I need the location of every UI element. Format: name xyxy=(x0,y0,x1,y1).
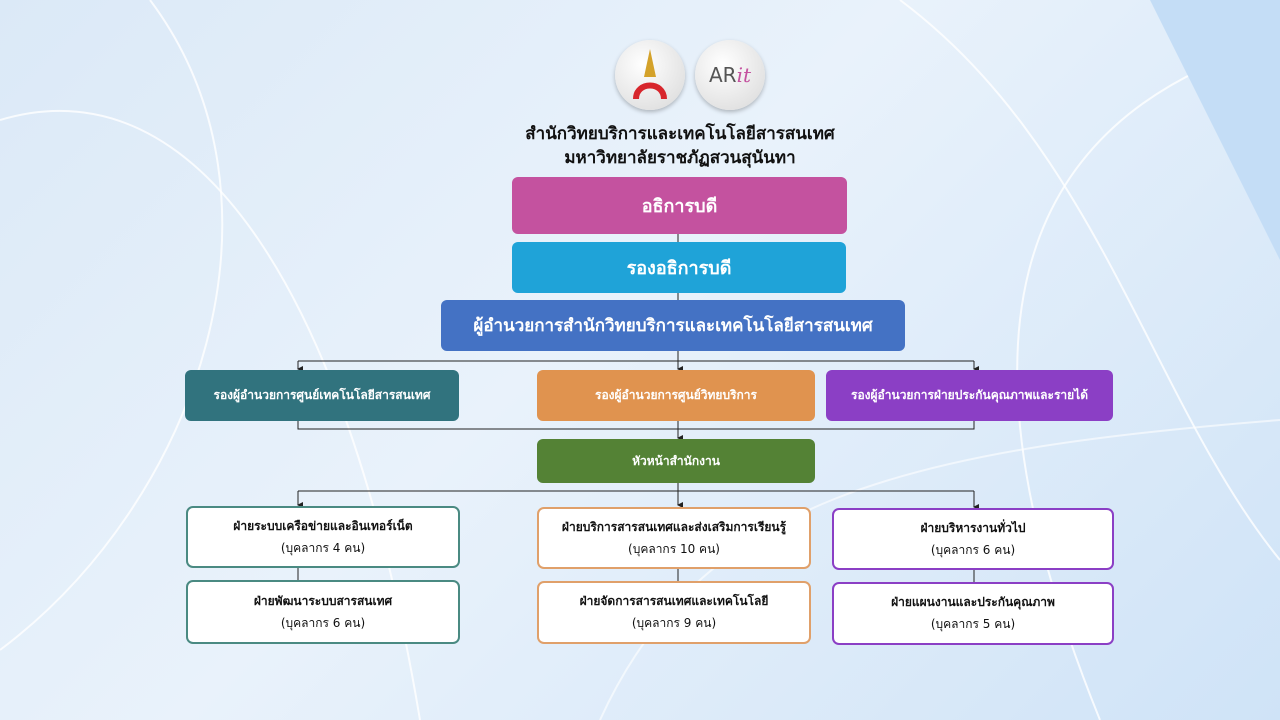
org-title: สำนักวิทยบริการและเทคโนโลยีสารสนเทศ xyxy=(525,124,835,144)
university-logo xyxy=(615,40,685,110)
unit-info-service-learning: ฝ่ายบริการสารสนเทศและส่งเสริมการเรียนรู้… xyxy=(537,507,811,569)
unit-name: ฝ่ายพัฒนาระบบสารสนเทศ xyxy=(253,593,393,608)
unit-staff: (บุคลากร 6 คน) xyxy=(280,615,366,630)
unit-general-admin: ฝ่ายบริหารงานทั่วไป (บุคลากร 6 คน) xyxy=(832,508,1114,570)
unit-info-system-dev: ฝ่ายพัฒนาระบบสารสนเทศ (บุคลากร 6 คน) xyxy=(186,580,460,644)
unit-name: ฝ่ายระบบเครือข่ายและอินเทอร์เน็ต xyxy=(233,518,413,533)
unit-staff: (บุคลากร 5 คน) xyxy=(930,617,1016,631)
office-head-box: หัวหน้าสำนักงาน xyxy=(537,439,815,483)
unit-name: ฝ่ายจัดการสารสนเทศและเทคโนโลยี xyxy=(579,594,769,608)
president-box: อธิการบดี xyxy=(512,177,847,234)
deputy-library-center: รองผู้อำนวยการศูนย์วิทยบริการ xyxy=(537,370,815,421)
deputy-quality-revenue: รองผู้อำนวยการฝ่ายประกันคุณภาพและรายได้ xyxy=(826,370,1113,421)
unit-name: ฝ่ายบริหารงานทั่วไป xyxy=(920,520,1026,535)
unit-staff: (บุคลากร 6 คน) xyxy=(930,542,1016,557)
unit-staff: (บุคลากร 10 คน) xyxy=(628,541,720,556)
unit-name: ฝ่ายบริการสารสนเทศและส่งเสริมการเรียนรู้ xyxy=(561,519,787,534)
unit-staff: (บุคลากร 9 คน) xyxy=(631,616,717,630)
unit-info-tech-management: ฝ่ายจัดการสารสนเทศและเทคโนโลยี (บุคลากร 9… xyxy=(537,581,811,644)
unit-staff: (บุคลากร 4 คน) xyxy=(280,540,366,555)
unit-network-internet: ฝ่ายระบบเครือข่ายและอินเทอร์เน็ต (บุคลากร… xyxy=(186,506,460,568)
vice-president-box: รองอธิการบดี xyxy=(512,242,846,293)
deputy-it-center: รองผู้อำนวยการศูนย์เทคโนโลยีสารสนเทศ xyxy=(185,370,459,421)
director-box: ผู้อำนวยการสำนักวิทยบริการและเทคโนโลยีสา… xyxy=(441,300,905,351)
university-name: มหาวิทยาลัยราชภัฏสวนสุนันทา xyxy=(564,148,796,168)
unit-planning-quality: ฝ่ายแผนงานและประกันคุณภาพ (บุคลากร 5 คน) xyxy=(832,582,1114,645)
unit-name: ฝ่ายแผนงานและประกันคุณภาพ xyxy=(891,595,1055,609)
